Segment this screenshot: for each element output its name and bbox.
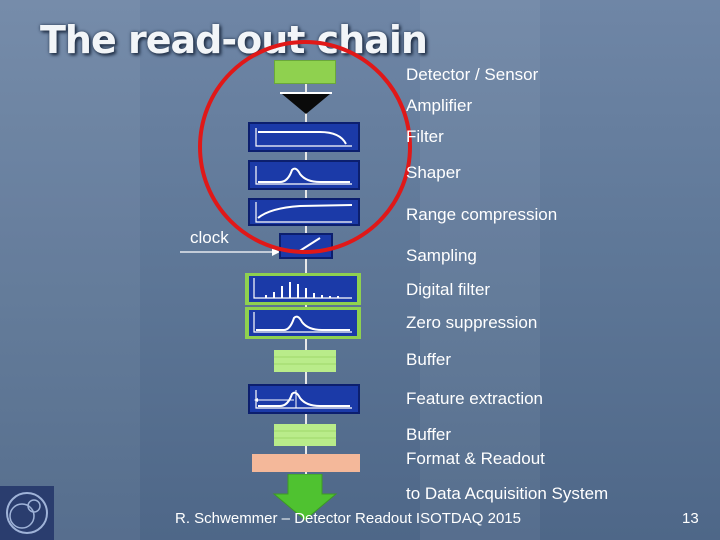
stage-label-buffer: Buffer [406, 350, 452, 369]
feature-extraction-block [248, 384, 360, 414]
stage-label-zero-suppression: Zero suppression [406, 313, 538, 332]
digital-filter-block [245, 273, 361, 305]
stage-label-buffer-2: Buffer [406, 425, 452, 444]
format-readout-block [252, 454, 360, 472]
stage-label-daq: to Data Acquisition System [406, 484, 609, 503]
footer-text: R. Schwemmer – Detector Readout ISOTDAQ … [175, 510, 521, 527]
cern-logo-icon [0, 486, 54, 540]
background-stripe [420, 0, 540, 540]
clock-label: clock [190, 228, 229, 247]
output-arrow-icon [272, 474, 338, 521]
slide-title: The read-out chain [40, 18, 428, 62]
highlight-circle [198, 40, 412, 254]
background-stripe [0, 0, 140, 540]
stage-label-amplifier: Amplifier [406, 96, 473, 115]
stage-label-shaper: Shaper [406, 163, 461, 182]
stage-label-digital-filter: Digital filter [406, 280, 491, 299]
zero-suppression-block [245, 307, 361, 339]
stage-label-filter: Filter [406, 127, 444, 146]
stage-label-range-compression: Range compression [406, 205, 558, 224]
stage-label-detector: Detector / Sensor [406, 65, 539, 84]
stage-label-sampling: Sampling [406, 246, 477, 265]
stage-label-feature-extraction: Feature extraction [406, 389, 544, 408]
stage-label-format-readout: Format & Readout [406, 449, 545, 468]
buffer-block [274, 350, 336, 372]
page-number: 13 [682, 510, 699, 527]
buffer-block [274, 424, 336, 446]
